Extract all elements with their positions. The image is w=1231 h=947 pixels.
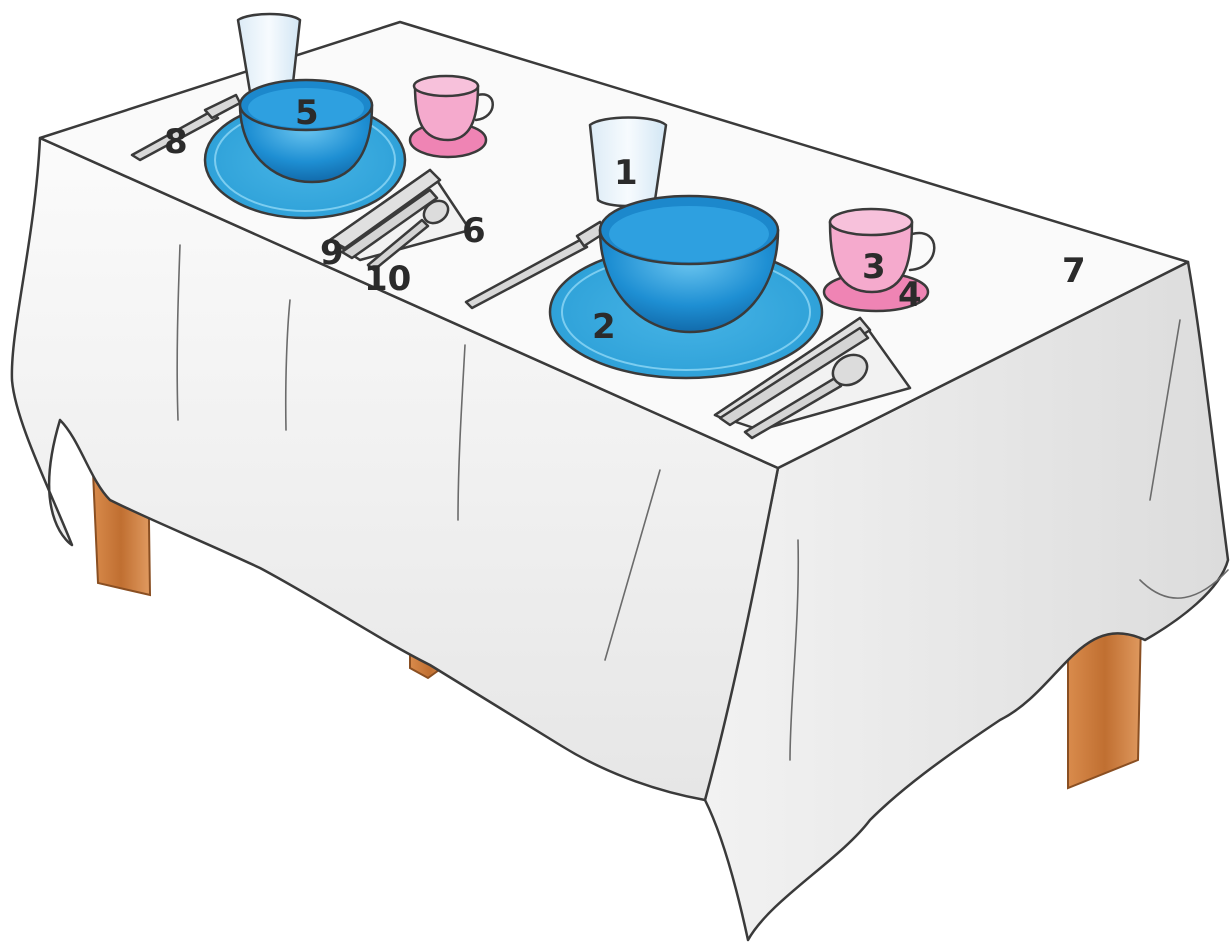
label-plate-front: 2 xyxy=(592,307,616,347)
label-bowl-back: 5 xyxy=(295,93,319,133)
label-cup-front: 3 xyxy=(862,247,886,287)
label-napkin-back: 6 xyxy=(462,211,486,251)
label-saucer-front: 4 xyxy=(898,275,922,315)
label-fork-back: 8 xyxy=(164,122,188,162)
label-knife-back: 9 xyxy=(320,233,344,273)
label-spoon-back: 10 xyxy=(364,259,411,299)
label-tablecloth: 7 xyxy=(1062,251,1086,291)
label-glass-front: 1 xyxy=(614,153,638,193)
